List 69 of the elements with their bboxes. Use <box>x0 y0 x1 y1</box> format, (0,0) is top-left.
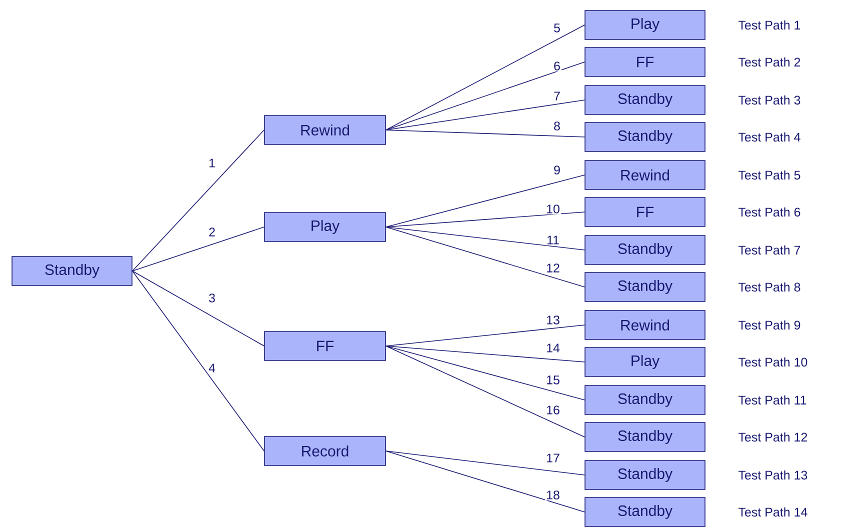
edge-label: 10 <box>545 204 561 214</box>
edge-label: 14 <box>545 342 561 354</box>
state-box: Standby <box>584 497 706 527</box>
edge-label: 1 <box>208 158 216 168</box>
state-box: Play <box>584 347 706 377</box>
edge-label: 17 <box>545 452 561 464</box>
connector-line <box>386 450 585 512</box>
path-label: Test Path 2 <box>738 57 800 67</box>
connector-line <box>386 324 585 346</box>
edge-label: 9 <box>552 164 562 176</box>
connector-line <box>386 100 585 130</box>
state-box: Standby <box>584 385 706 415</box>
connector-line <box>386 346 585 362</box>
state-box: Rewind <box>584 310 706 340</box>
state-box: Play <box>264 212 386 242</box>
edge-label: 4 <box>208 362 216 374</box>
state-box: Standby <box>584 272 706 302</box>
connector-line <box>386 24 585 130</box>
state-box: FF <box>584 197 706 227</box>
edge-label: 15 <box>545 374 561 386</box>
path-label: Test Path 11 <box>738 395 806 405</box>
edge-label: 5 <box>552 22 562 34</box>
connector-line <box>386 346 585 400</box>
state-box: Standby <box>584 422 706 452</box>
connector-line <box>386 130 585 138</box>
path-label: Test Path 5 <box>738 170 800 180</box>
state-box: Play <box>584 10 706 40</box>
path-label: Test Path 13 <box>738 470 808 480</box>
connector-line <box>386 62 585 130</box>
state-box: FF <box>584 47 706 77</box>
edge-label: 7 <box>552 90 562 102</box>
state-box: FF <box>264 331 386 361</box>
connector-line <box>132 270 264 346</box>
connector-line <box>386 226 585 250</box>
path-label: Test Path 9 <box>738 320 800 330</box>
edge-label: 2 <box>208 226 216 238</box>
path-label: Test Path 8 <box>738 282 800 292</box>
state-box: Standby <box>584 85 706 115</box>
connector-line <box>132 130 264 272</box>
path-label: Test Path 12 <box>738 432 808 442</box>
path-label: Test Path 7 <box>738 245 800 255</box>
path-label: Test Path 4 <box>738 132 800 142</box>
connector-line <box>132 270 264 452</box>
edge-label: 6 <box>552 60 562 72</box>
state-box: Standby <box>12 256 132 286</box>
edge-label: 18 <box>545 490 561 500</box>
path-label: Test Path 6 <box>738 207 800 217</box>
state-box: Record <box>264 436 386 466</box>
connector-line <box>386 226 585 288</box>
edge-label: 11 <box>546 234 560 246</box>
state-box: Standby <box>584 460 706 490</box>
state-box: Rewind <box>264 115 386 145</box>
edge-label: 3 <box>208 292 216 304</box>
path-label: Test Path 10 <box>738 357 808 367</box>
connector-line <box>386 174 585 228</box>
state-box: Rewind <box>584 160 706 190</box>
connector-line <box>386 346 585 438</box>
edge-label: 13 <box>545 314 561 326</box>
state-box: Standby <box>584 235 706 265</box>
state-box: Standby <box>584 122 706 152</box>
connector-line <box>132 226 264 272</box>
path-label: Test Path 14 <box>738 507 808 517</box>
path-label: Test Path 3 <box>738 95 800 105</box>
connector-line <box>386 212 585 228</box>
edge-label: 16 <box>545 404 561 416</box>
edge-label: 8 <box>552 120 562 132</box>
edge-label: 12 <box>545 262 561 274</box>
connector-line <box>386 450 585 476</box>
path-label: Test Path 1 <box>738 20 800 30</box>
